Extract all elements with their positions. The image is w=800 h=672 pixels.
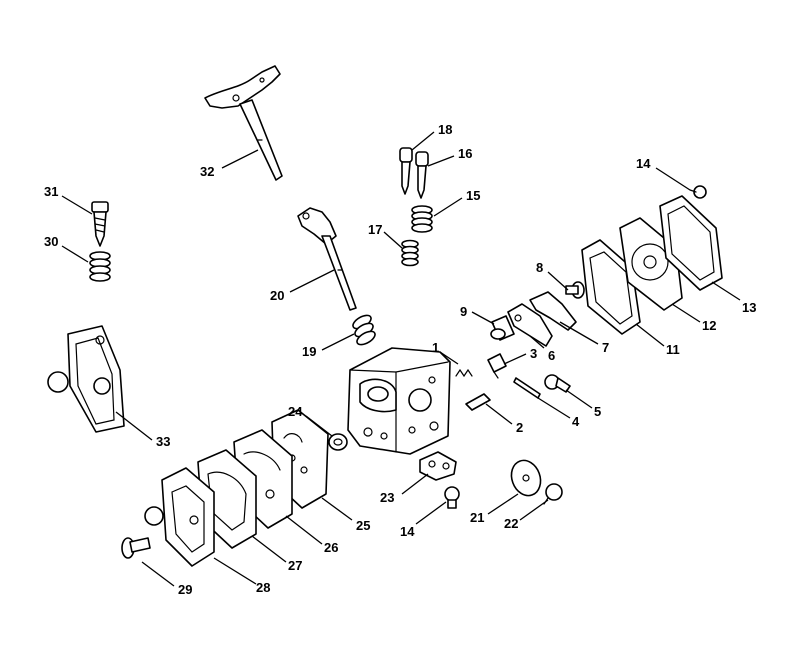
callout-12: 12 [702, 318, 716, 333]
callout-21: 21 [470, 510, 484, 525]
part-13-cover [659, 195, 723, 291]
callout-26: 26 [324, 540, 338, 555]
part-17-spring [401, 239, 419, 267]
part-29-screw [121, 537, 151, 559]
part-21-disc [510, 459, 542, 497]
callout-24: 24 [288, 404, 303, 419]
part-7-lever-plate [529, 291, 577, 331]
part-28-pump-cover [144, 467, 215, 567]
callout-28: 28 [256, 580, 270, 595]
part-32-throttle-shaft [204, 65, 283, 181]
callout-22: 22 [504, 516, 518, 531]
part-2-pin [465, 393, 491, 411]
callout-6: 6 [548, 348, 555, 363]
callout-32: 32 [200, 164, 214, 179]
part-33-housing [47, 325, 125, 433]
callout-20: 20 [270, 288, 284, 303]
callout-16: 16 [458, 146, 472, 161]
callout-23: 23 [380, 490, 394, 505]
callout-33: 33 [156, 434, 170, 449]
callout-7: 7 [602, 340, 609, 355]
callout-27: 27 [288, 558, 302, 573]
callout-8: 8 [536, 260, 543, 275]
part-6-metering-lever [507, 303, 553, 347]
part-3-screw [487, 353, 507, 379]
part-9-inlet-needle [490, 315, 515, 341]
part-4-pin [513, 377, 541, 399]
carburetor-body [347, 347, 451, 455]
part-18-16-needles [399, 147, 429, 199]
callout-17: 17 [368, 222, 382, 237]
callout-11: 11 [666, 342, 680, 357]
callout-19: 19 [302, 344, 316, 359]
part-5-screw [544, 374, 571, 393]
callout-4: 4 [572, 414, 580, 429]
part-14-screw-bottom [444, 486, 460, 509]
callout-2: 2 [516, 420, 523, 435]
callout-5: 5 [594, 404, 601, 419]
part-30-spring [89, 251, 111, 282]
callout-31: 31 [44, 184, 58, 199]
callout-3: 3 [530, 346, 537, 361]
part-19-spring [352, 314, 376, 346]
callout-18: 18 [438, 122, 452, 137]
part-8-screw [565, 281, 585, 299]
part-20-choke-shaft [297, 207, 357, 311]
part-15-spring [411, 205, 433, 233]
callout-15: 15 [466, 188, 480, 203]
callout-1: 1 [432, 340, 439, 355]
callout-labels: 32 31 30 18 16 15 17 20 19 1 3 2 4 5 9 6… [44, 122, 756, 597]
callout-14-bottom: 14 [400, 524, 415, 539]
part-23-bracket [419, 451, 457, 481]
callout-13: 13 [742, 300, 756, 315]
callout-14-top: 14 [636, 156, 651, 171]
callout-25: 25 [356, 518, 370, 533]
callout-29: 29 [178, 582, 192, 597]
part-31-screw [91, 201, 109, 247]
part-1-spring [455, 368, 473, 378]
callout-30: 30 [44, 234, 58, 249]
callout-9: 9 [460, 304, 467, 319]
part-14-screw-top [689, 185, 707, 199]
part-24-washer [328, 433, 348, 451]
leader-lines [61, 131, 741, 587]
